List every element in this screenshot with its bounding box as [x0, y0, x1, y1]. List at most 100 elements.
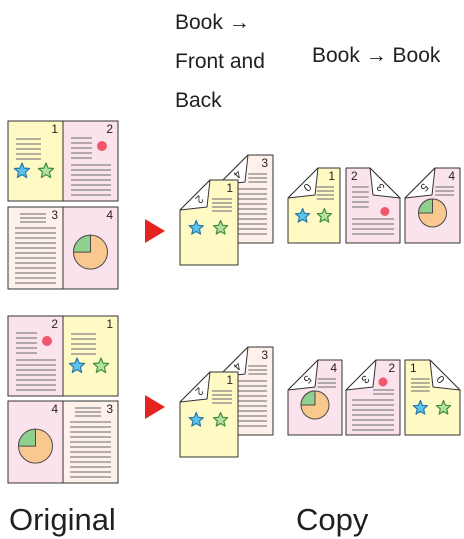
- text-lines: [75, 407, 101, 417]
- book-sheet: 01: [287, 167, 341, 244]
- front-page-number: 3: [261, 348, 268, 362]
- folded-corner: [429, 359, 461, 391]
- front-and-back-label-line-1: Book →: [175, 11, 250, 34]
- folded-corner: [287, 359, 319, 391]
- text-lines: [20, 213, 46, 223]
- text-lines: [71, 164, 111, 196]
- front-page-number: 1: [226, 181, 233, 195]
- duplex-sheet: 21: [179, 179, 239, 266]
- star-icon: [68, 357, 86, 374]
- page-sheet: [7, 120, 64, 202]
- left-page: 4: [7, 400, 64, 484]
- folded-corner: [345, 359, 377, 391]
- star-icon: [316, 207, 333, 223]
- front-page-number: 4: [330, 361, 337, 375]
- text-lines: [16, 332, 37, 354]
- left-page: 1: [7, 120, 64, 202]
- front-page-number: 1: [410, 361, 417, 375]
- arrow-right-icon: [145, 219, 165, 243]
- pie-slice-small: [300, 390, 316, 406]
- text-lines: [70, 421, 111, 478]
- text-lines: [316, 186, 334, 200]
- folded-corner: [369, 167, 401, 199]
- star-icon: [435, 399, 452, 415]
- front-and-back-label-line-2: Front and: [175, 50, 265, 73]
- front-page-number: 4: [448, 169, 455, 183]
- text-lines: [15, 227, 56, 284]
- star-icon: [13, 162, 31, 179]
- red-dot-icon: [97, 141, 107, 151]
- book-sheet: 54: [404, 167, 461, 244]
- book-to-book-label: Book → Book: [312, 44, 441, 67]
- page-number: 1: [106, 317, 113, 331]
- star-icon: [188, 411, 204, 427]
- page-sheet: [62, 120, 119, 202]
- red-dot-icon: [42, 336, 52, 346]
- direction-arrows: [145, 219, 165, 419]
- book-sheet: 01: [404, 359, 461, 436]
- star-icon: [37, 162, 55, 179]
- page-sheet: [7, 315, 64, 397]
- pie-chart-icon: [72, 234, 108, 270]
- folded-corner: [287, 167, 319, 199]
- book-sheet: 54: [287, 359, 343, 436]
- book-sheet: 32: [345, 359, 401, 436]
- page-number: 3: [51, 208, 58, 222]
- text-lines: [352, 186, 369, 208]
- page-sheet: [62, 315, 119, 397]
- star-icon: [188, 219, 204, 235]
- page-number: 2: [106, 122, 113, 136]
- right-page: 2: [62, 120, 119, 202]
- pie-chart-icon: [300, 390, 330, 420]
- star-icon: [412, 399, 429, 415]
- text-lines: [352, 218, 394, 235]
- star-icon: [92, 357, 110, 374]
- red-dot-icon: [378, 377, 388, 387]
- text-lines: [317, 378, 336, 388]
- right-page: 1: [62, 315, 119, 397]
- text-lines: [71, 137, 92, 159]
- book-sheet: 32: [345, 167, 401, 244]
- folded-corner: [404, 167, 436, 199]
- page-number: 2: [51, 317, 58, 331]
- page-number: 4: [51, 402, 58, 416]
- front-and-back-label-line-3: Back: [175, 89, 222, 112]
- pie-chart-icon: [17, 428, 53, 464]
- text-lines: [373, 389, 394, 395]
- red-dot-icon: [380, 207, 390, 216]
- duplex-sheet: 21: [179, 371, 239, 458]
- pie-slice-small: [417, 198, 433, 214]
- original-caption: Original: [9, 502, 116, 537]
- star-icon: [294, 207, 311, 223]
- text-lines: [248, 365, 267, 375]
- text-lines: [352, 399, 394, 431]
- left-page: 3: [7, 206, 64, 290]
- pie-slice-small: [17, 428, 36, 447]
- page-number: 3: [106, 402, 113, 416]
- star-icon: [212, 411, 229, 427]
- pie-chart-icon: [417, 198, 447, 228]
- right-page: 4: [62, 206, 119, 290]
- front-page-number: 1: [328, 169, 335, 183]
- mode-labels: Book → Front and Back Book → Book: [175, 11, 441, 112]
- text-lines: [16, 138, 41, 160]
- page-number: 1: [51, 122, 58, 136]
- right-page: 3: [62, 400, 119, 484]
- text-lines: [248, 173, 267, 183]
- front-page-number: 3: [261, 156, 268, 170]
- pie-slice-small: [72, 234, 91, 253]
- left-page: 2: [7, 315, 64, 397]
- copy-caption: Copy: [296, 502, 369, 537]
- front-page-number: 2: [351, 169, 358, 183]
- folded-corner: [179, 179, 211, 211]
